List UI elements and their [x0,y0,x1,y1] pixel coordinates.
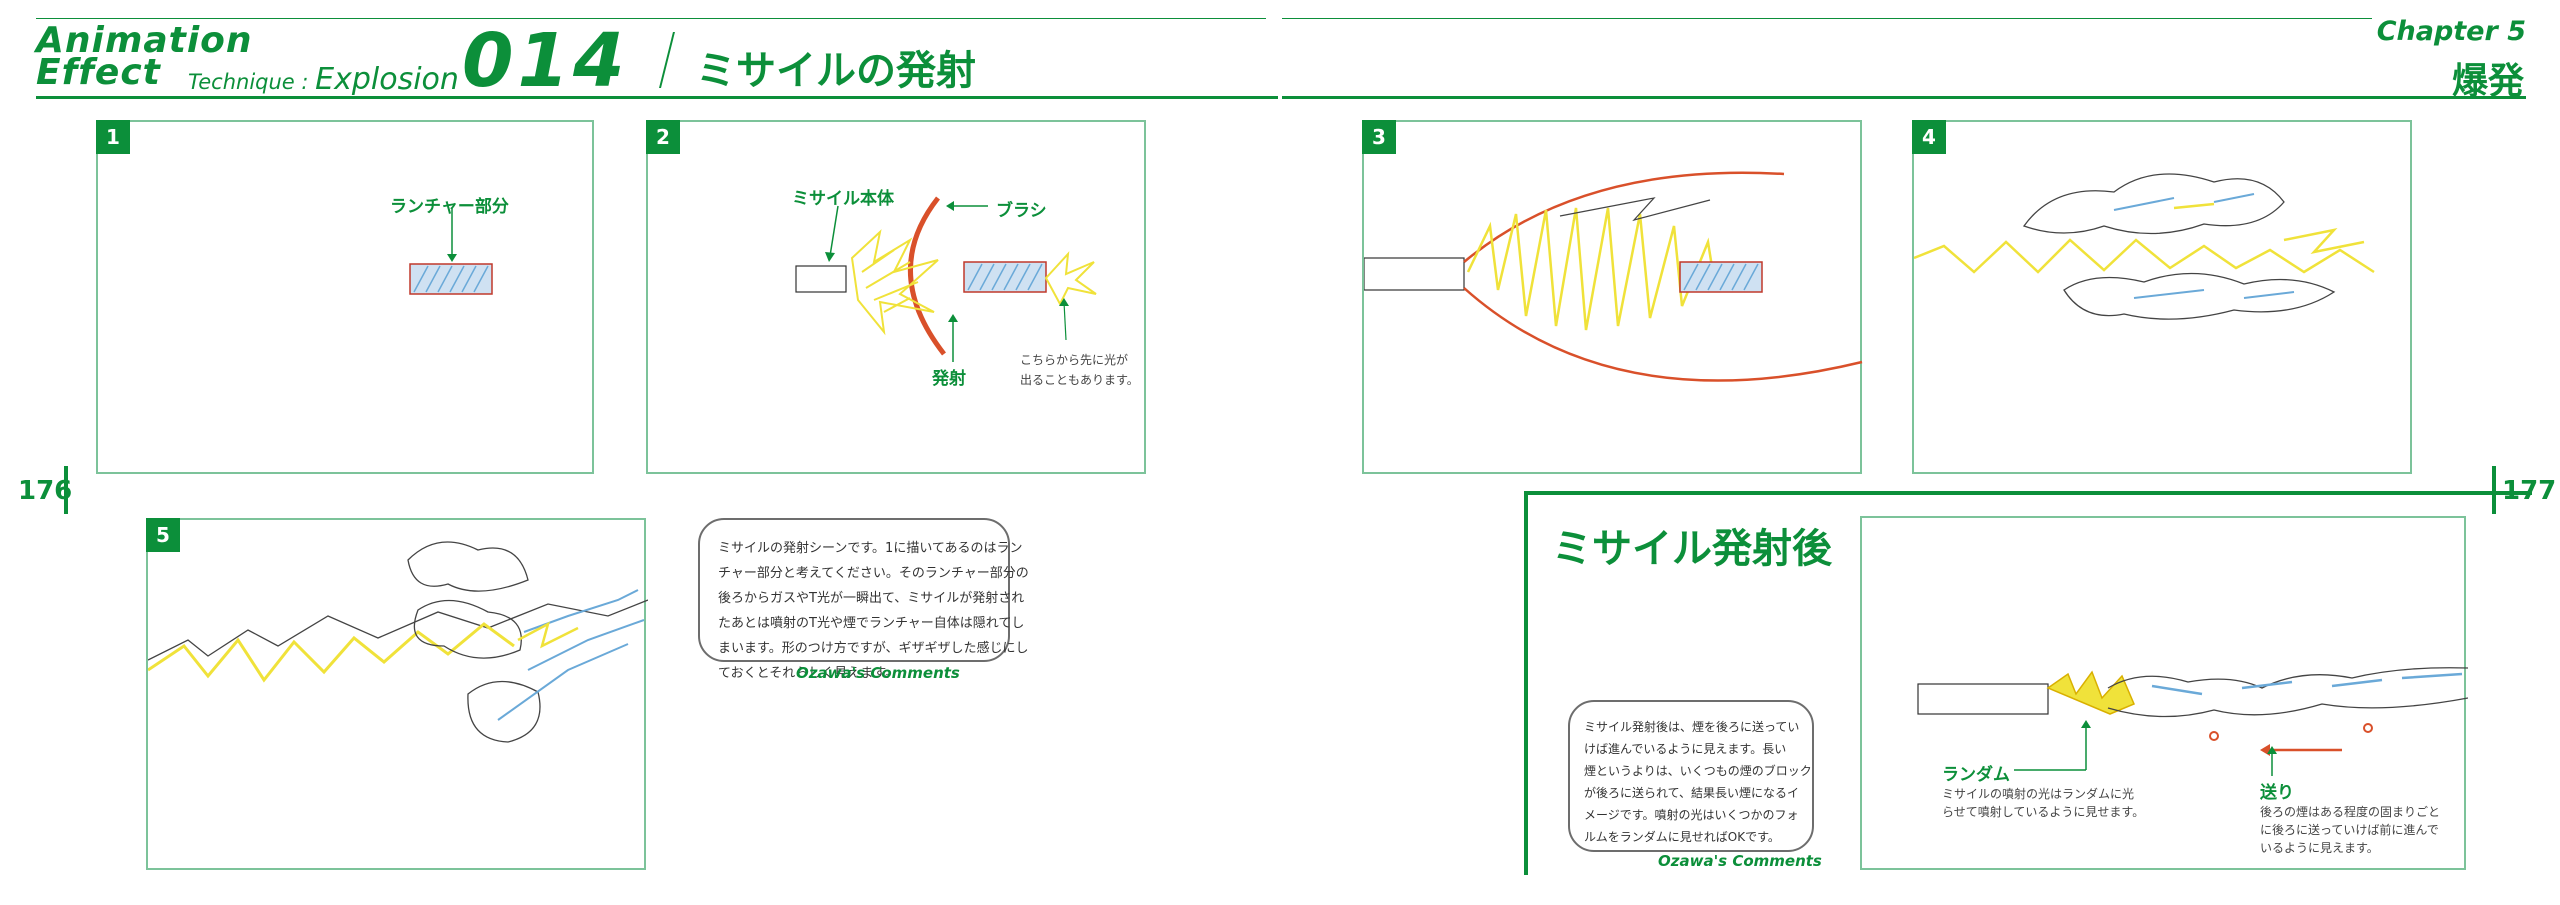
header-top-rule [36,18,1266,19]
panel-badge: 4 [1912,120,1946,154]
comment-line: ミサイル発射後は、煙を後ろに送ってい [1584,720,1800,734]
send-note-line3: いるように見えます。 [2260,841,2379,855]
section-frame-left [1524,491,1528,875]
panel-4-sketch [1914,173,2375,320]
after-comment-bubble: ミサイル発射後は、煙を後ろに送ってい けば進んでいるように見えます。長い 煙とい… [1568,700,1814,852]
send-label: 送り [2260,783,2294,803]
send-note-line1: 後ろの煙はある程度の固まりごと [2260,805,2441,819]
page-title: ミサイルの発射 [696,48,976,94]
technique-label: Technique : Explosion [188,62,459,97]
panel-badge: 1 [96,120,130,154]
comment-line: たあとは噴射のT光や煙でランチャー自体は隠れてし [718,616,1025,631]
comments-tag: Ozawa's Comments [796,664,960,682]
panel-badge: 2 [646,120,680,154]
panel-2: 2 ミサイル本体 ブラシ 発射 こちらから先に光が 出ることもあります。 [646,120,1146,474]
panel-5-sketch [148,541,648,743]
after-panel-sketch [1917,667,2468,776]
comment-line: メージです。噴射の光はいくつかのフォ [1584,808,1799,822]
after-panel: ランダム ミサイルの噴射の光はランダムに光 らせて噴射しているように見せます。 … [1860,516,2468,870]
comment-bubble: ミサイルの発射シーンです。1に描いてあるのはラン チャー部分と考えてください。そ… [698,518,1029,681]
chapter-label: Chapter 5 [2376,16,2526,47]
lesson-number: 014 [462,18,629,104]
panel-badge: 3 [1362,120,1396,154]
header-rule-left [36,96,1278,99]
section-title: ミサイル発射後 [1552,526,1832,572]
title-slash [659,32,675,88]
comment-line: ルムをランダムに見せればOKです。 [1584,830,1780,844]
random-label: ランダム [1942,765,2010,785]
page-number-bar-left [64,466,68,514]
panel-2-note-line2: 出ることもあります。 [1020,373,1139,387]
random-note-line1: ミサイルの噴射の光はランダムに光 [1942,787,2135,801]
panel-4: 4 [1912,120,2412,474]
header-top-rule-right [1282,18,2372,19]
comment-line: けば進んでいるように見えます。長い [1584,742,1787,756]
comment-line: ておくとそれらしく見えます。 [718,666,898,681]
panel-1: 1 ランチャー部分 [96,120,594,474]
section-frame-top [1524,491,2532,495]
panel-1-sketch [409,208,493,295]
panel-badge: 5 [146,518,180,552]
fire-label: 発射 [932,369,966,389]
panel-3-sketch [1364,171,1863,382]
missile-body-label: ミサイル本体 [792,189,894,209]
brush-label: ブラシ [996,201,1047,221]
panel-3: 3 [1362,120,1863,474]
page-number-left: 176 [18,476,73,506]
comment-line: ミサイルの発射シーンです。1に描いてあるのはラン [718,541,1023,556]
technique-prefix: Technique : [188,70,316,94]
comment-line: が後ろに送られて、結果長い煙になるイ [1584,786,1800,800]
send-note-line2: に後ろに送っていけば前に進んで [2260,823,2439,837]
panel-5: 5 [146,518,648,870]
comments-tag: Ozawa's Comments [1658,852,1822,870]
comment-line: チャー部分と考えてください。そのランチャー部分の [718,566,1029,581]
header-rule-right [1282,96,2526,99]
page-number-bar-right [2492,466,2496,514]
panel-2-sketch [795,196,1097,362]
technique-name: Explosion [315,62,459,97]
panel-2-note-line1: こちらから先に光が [1020,353,1129,367]
launcher-label: ランチャー部分 [390,197,509,217]
series-title-line1: Animation [36,20,253,61]
comment-line: 煙というよりは、いくつもの煙のブロック [1584,764,1812,778]
comment-line: 後ろからガスやT光が一瞬出て、ミサイルが発射され [718,591,1025,606]
series-title-line2: Effect [36,52,161,93]
chapter-title: 爆発 [2451,61,2524,102]
comment-line: まいます。形のつけ方ですが、ギザギザした感じにし [718,641,1029,656]
random-note-line2: らせて噴射しているように見せます。 [1942,805,2145,819]
